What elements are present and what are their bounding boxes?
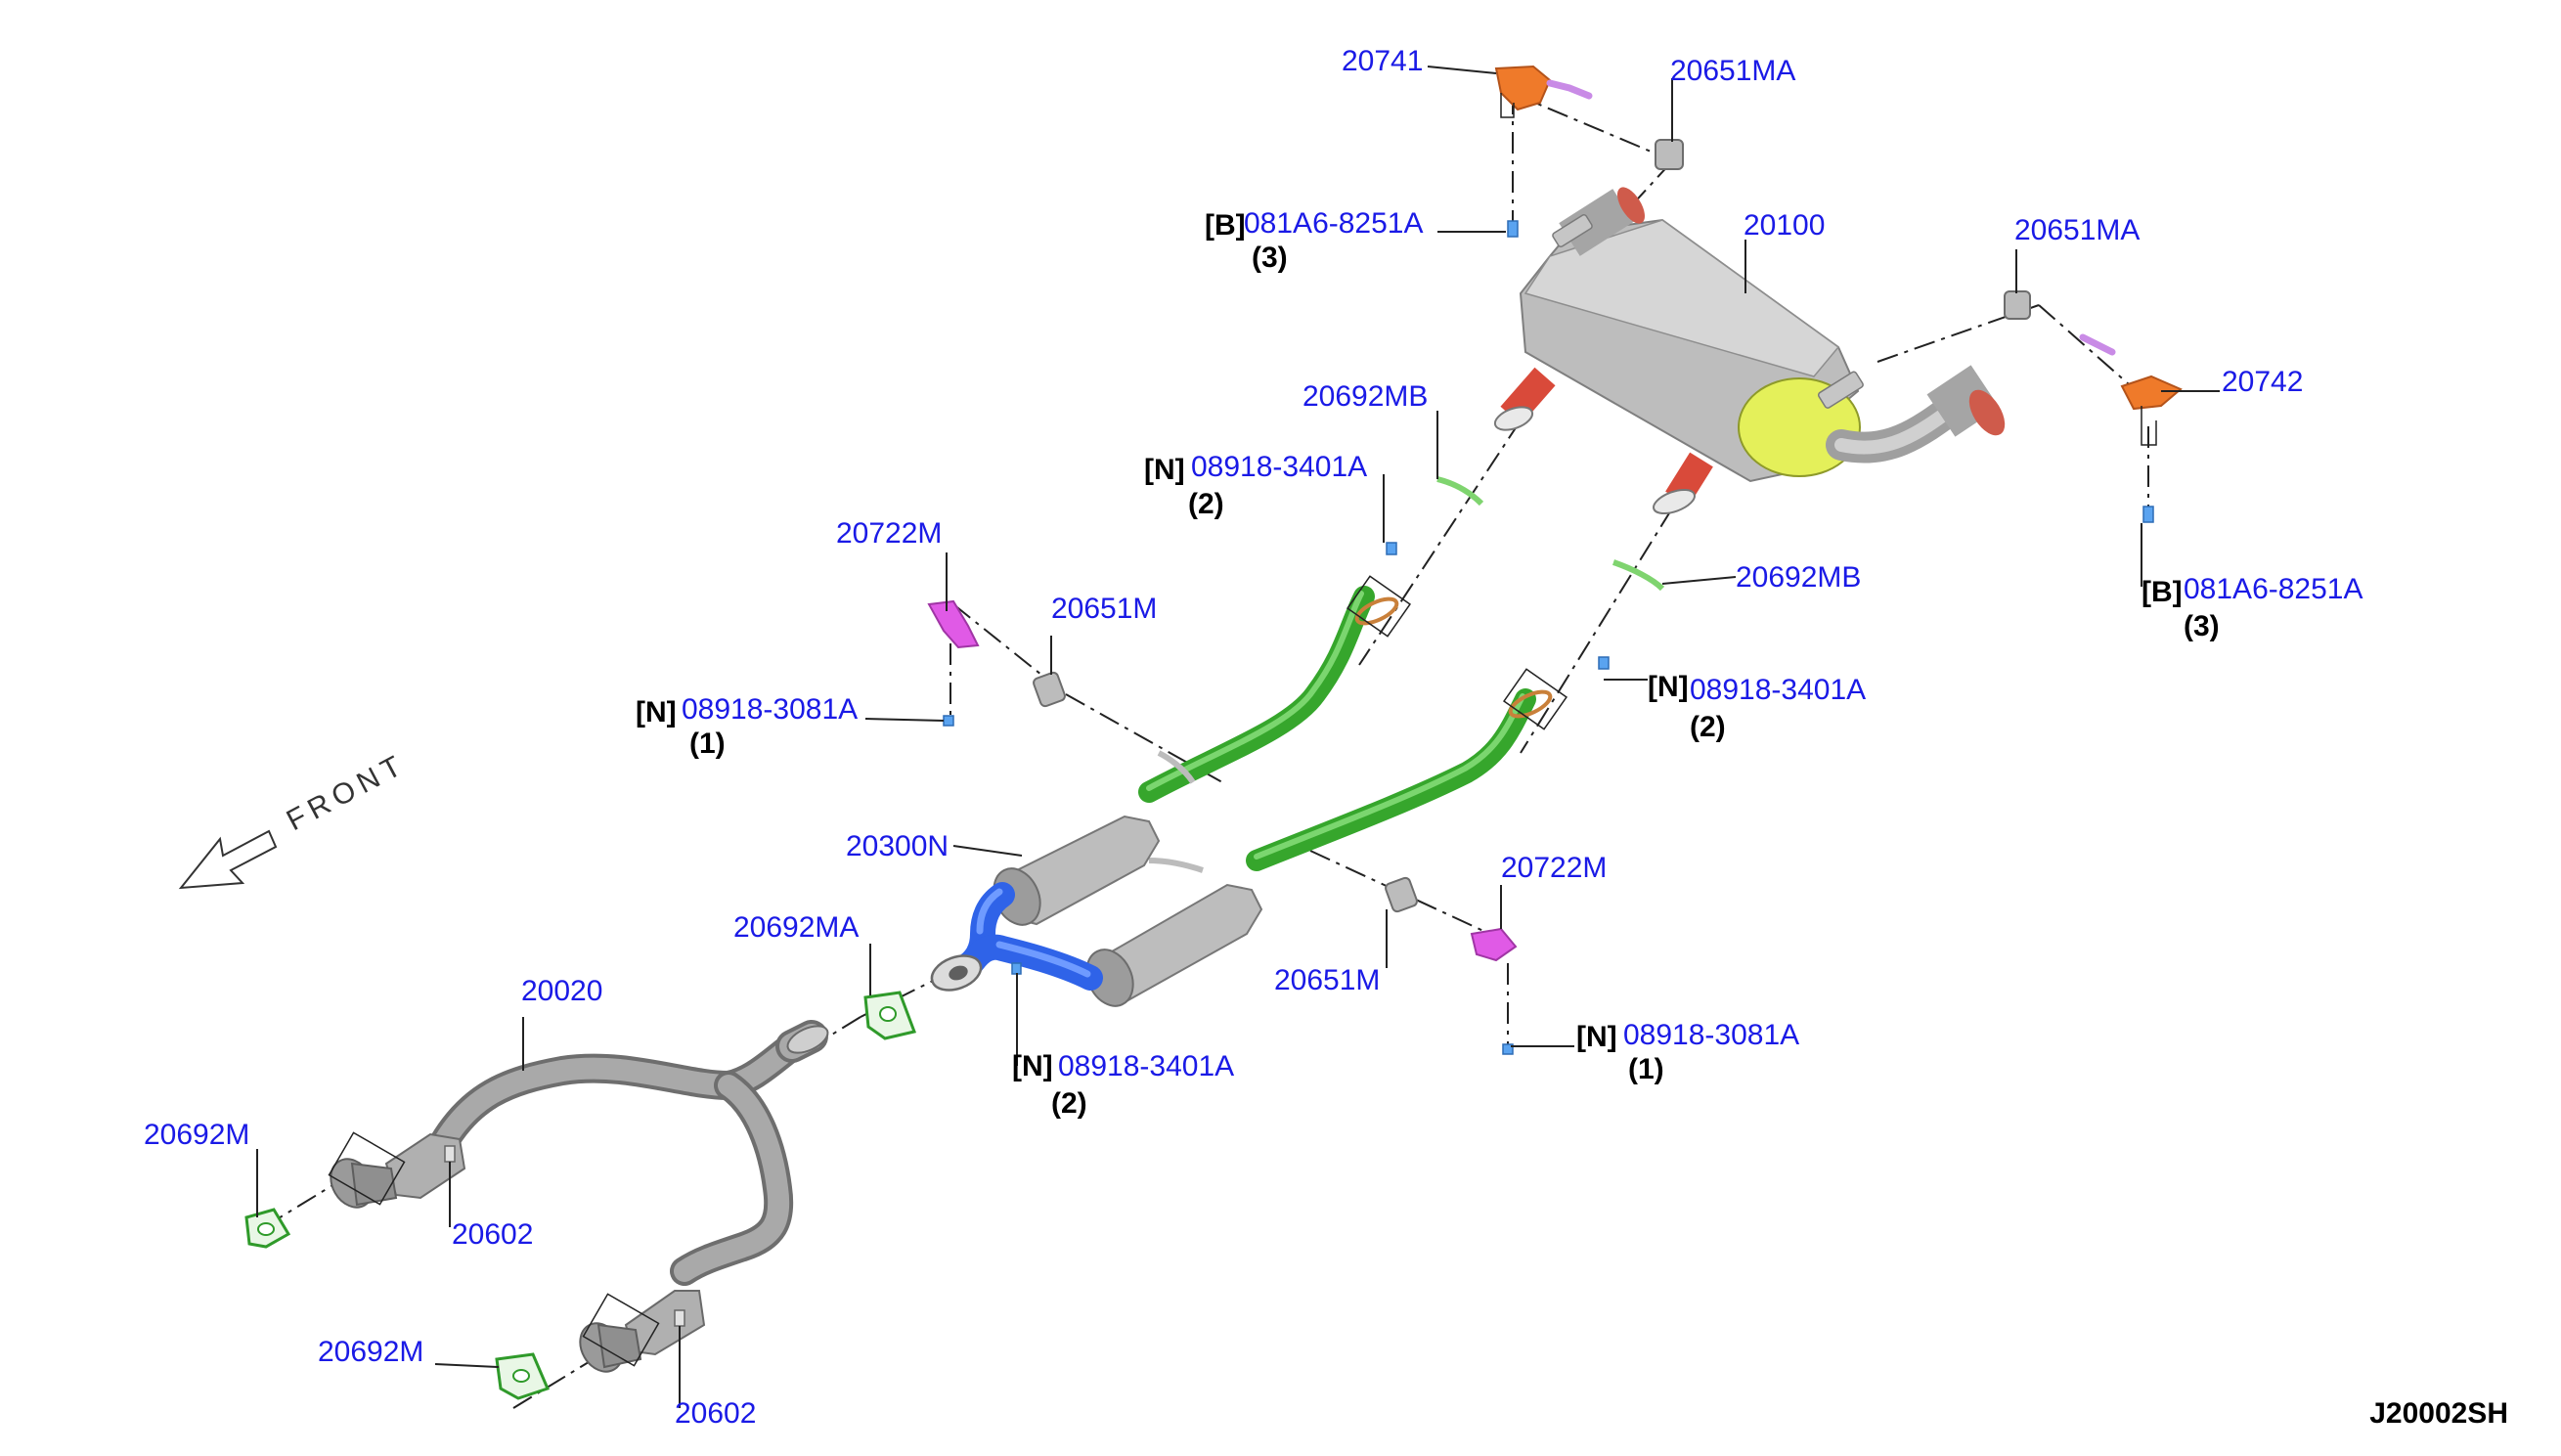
rubber-mount-20651ma-top <box>1655 139 1684 170</box>
nut-08918-3401a-center <box>1011 962 1022 975</box>
label-20651ma-right: 20651MA <box>2014 214 2140 246</box>
code-n-center: [N] <box>1012 1050 1053 1082</box>
front-direction-indicator: FRONT <box>178 747 412 890</box>
label-08918-3081a-left: 08918-3081A <box>682 693 858 726</box>
rubber-mount-20651ma-right <box>2004 290 2031 320</box>
qty-b-right: (3) <box>2184 610 2220 642</box>
front-y-pipe <box>930 882 1103 992</box>
code-n-upper: [N] <box>1144 454 1185 486</box>
label-20692m-lower: 20692M <box>318 1336 423 1368</box>
front-exhaust-pipe <box>328 1020 829 1373</box>
leader-lines <box>256 66 2220 1408</box>
label-20300n: 20300N <box>846 830 949 862</box>
center-pipe <box>1138 575 1568 873</box>
nut-08918-3401a-right <box>1598 656 1610 670</box>
label-20602-upper: 20602 <box>452 1218 533 1251</box>
front-label: FRONT <box>282 747 412 837</box>
label-20651ma-top: 20651MA <box>1670 55 1795 87</box>
label-20692ma: 20692MA <box>733 911 859 944</box>
front-arrow-icon <box>178 829 278 890</box>
nut-08918-3081a-left <box>943 715 954 727</box>
qty-n-center: (2) <box>1051 1087 1087 1120</box>
label-20742: 20742 <box>2222 366 2303 398</box>
assembly-center-lines <box>263 92 2149 1409</box>
label-20602-lower: 20602 <box>675 1397 756 1430</box>
code-b-top: [B] <box>1205 209 1246 242</box>
label-08918-3401a-center: 08918-3401A <box>1058 1050 1234 1082</box>
bracket-20741 <box>1494 65 1552 111</box>
label-20741: 20741 <box>1342 45 1423 77</box>
bracket-20742 <box>2120 375 2183 411</box>
code-n-bottomright: [N] <box>1576 1021 1617 1053</box>
label-20722m-right: 20722M <box>1501 852 1607 884</box>
bolt-081a6-right <box>2142 506 2154 523</box>
label-08918-3081a-right: 08918-3081A <box>1623 1019 1799 1051</box>
qty-n-bottomright: (1) <box>1628 1053 1664 1085</box>
part-labels: 20741 20651MA [B] 081A6-8251A (3) 20100 … <box>144 45 2363 1430</box>
hanger-20722m-right <box>1470 927 1518 962</box>
nut-08918-3401a-upper <box>1386 542 1397 555</box>
label-20651m-right: 20651M <box>1274 964 1380 996</box>
code-n-left: [N] <box>636 696 677 728</box>
gaskets <box>244 476 1665 1400</box>
rubber-mount-20651m-left <box>1033 671 1066 708</box>
rubber-mount-20651m-right <box>1385 876 1418 913</box>
label-20692mb-lower: 20692MB <box>1736 561 1861 594</box>
label-20651m-left: 20651M <box>1051 593 1157 625</box>
qty-b-top: (3) <box>1252 242 1288 274</box>
code-b-right: [B] <box>2142 576 2183 608</box>
code-n-right: [N] <box>1648 671 1689 703</box>
main-muffler <box>1493 187 2006 515</box>
label-081a6-top: 081A6-8251A <box>1244 207 1424 240</box>
qty-n-right: (2) <box>1690 711 1726 743</box>
qty-n-upper: (2) <box>1188 488 1224 520</box>
label-20692mb-upper: 20692MB <box>1303 380 1428 413</box>
label-08918-3401a-upper: 08918-3401A <box>1191 451 1367 483</box>
diagram-id: J20002SH <box>2369 1397 2508 1430</box>
label-20692m-upper: 20692M <box>144 1119 249 1151</box>
label-20020: 20020 <box>521 975 602 1007</box>
brackets-and-hangers <box>927 65 2183 962</box>
hanger-20722m-left <box>927 599 980 649</box>
qty-n-left: (1) <box>689 728 726 760</box>
label-08918-3401a-right: 08918-3401A <box>1690 674 1866 706</box>
label-081a6-right: 081A6-8251A <box>2184 573 2363 605</box>
label-20100: 20100 <box>1744 209 1825 242</box>
nut-08918-3081a-right <box>1502 1043 1514 1055</box>
bolt-081a6-top <box>1507 220 1519 238</box>
label-20722m-left: 20722M <box>836 517 942 550</box>
catalytic-converters <box>993 815 1263 1007</box>
